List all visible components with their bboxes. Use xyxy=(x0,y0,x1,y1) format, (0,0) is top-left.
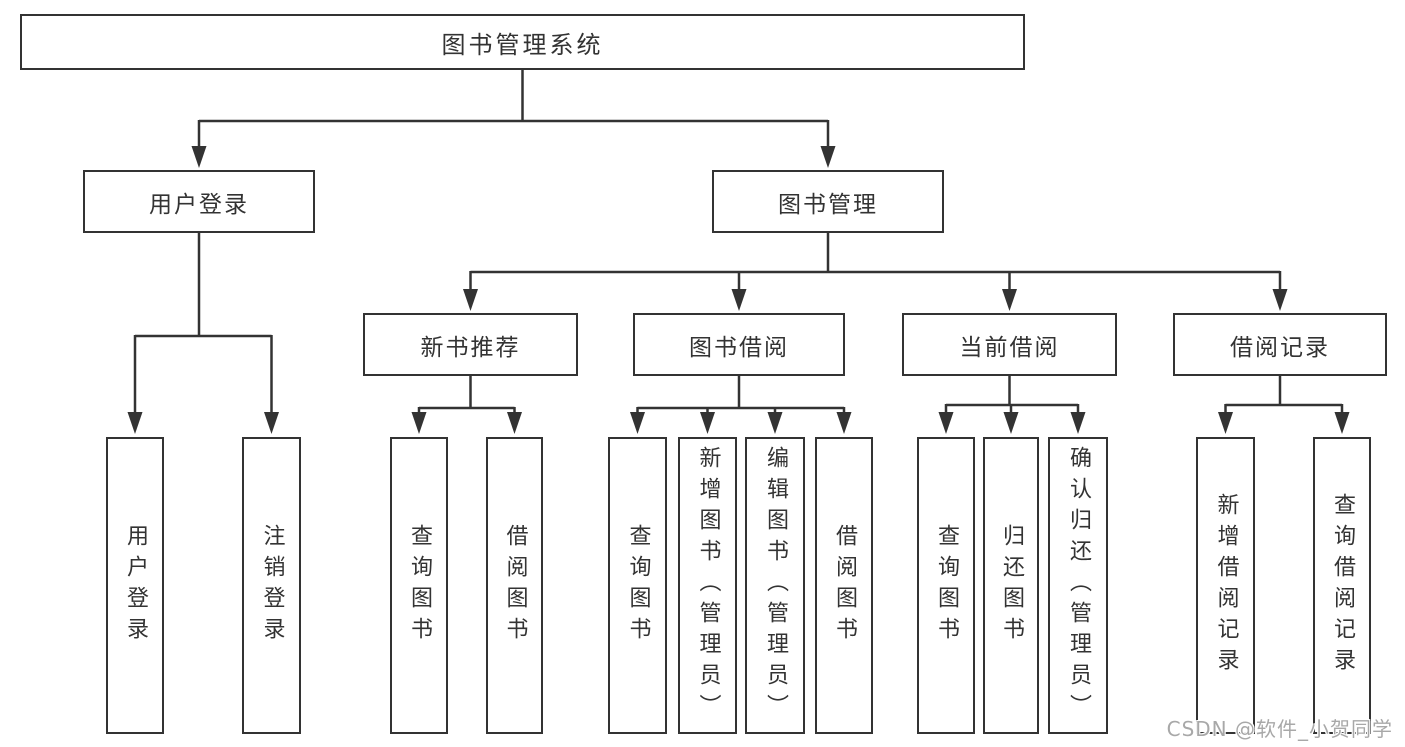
leaf-return-books: 归还图书 xyxy=(983,437,1039,734)
leaf-query-books-current-label: 查询图书 xyxy=(934,523,959,648)
connector-book-mgmt xyxy=(463,233,1288,311)
leaf-add-borrow-record: 新增借阅记录 xyxy=(1196,437,1255,734)
leaf-query-borrow-record-label: 查询借阅记录 xyxy=(1330,492,1355,679)
leaf-edit-book-admin-label: 编辑图书（管理员） xyxy=(763,446,788,725)
leaf-user-login-label: 用户登录 xyxy=(123,523,148,648)
leaf-query-books-borrow-label: 查询图书 xyxy=(625,523,651,648)
leaf-query-books-rec-label: 查询图书 xyxy=(407,523,432,648)
node-user-login: 用户登录 xyxy=(83,170,315,233)
leaf-add-borrow-record-label: 新增借阅记录 xyxy=(1213,492,1239,679)
node-borrow-records-label: 借阅记录 xyxy=(1230,334,1330,361)
node-current-borrow-label: 当前借阅 xyxy=(959,334,1060,361)
leaf-query-borrow-record: 查询借阅记录 xyxy=(1313,437,1371,734)
watermark: CSDN @软件_小贺同学 xyxy=(1166,717,1393,741)
leaf-borrow-books-rec: 借阅图书 xyxy=(486,437,543,734)
node-new-book-rec: 新书推荐 xyxy=(363,313,578,376)
leaf-add-book-admin-label: 新增图书（管理员） xyxy=(695,446,721,725)
leaf-user-login: 用户登录 xyxy=(106,437,164,734)
leaf-query-books-borrow: 查询图书 xyxy=(608,437,667,734)
leaf-borrow-books-rec-label: 借阅图书 xyxy=(502,523,528,648)
leaf-confirm-return-admin-label: 确认归还（管理员） xyxy=(1066,446,1091,725)
node-book-borrow-label: 图书借阅 xyxy=(689,334,789,361)
node-book-borrow: 图书借阅 xyxy=(633,313,845,376)
node-root-label: 图书管理系统 xyxy=(441,30,604,59)
node-book-mgmt-label: 图书管理 xyxy=(778,191,878,218)
node-current-borrow: 当前借阅 xyxy=(902,313,1117,376)
node-root-system: 图书管理系统 xyxy=(20,14,1025,70)
leaf-query-books-current: 查询图书 xyxy=(917,437,975,734)
connector-user-login xyxy=(127,233,279,434)
node-borrow-records: 借阅记录 xyxy=(1173,313,1387,376)
node-book-mgmt: 图书管理 xyxy=(712,170,944,233)
leaf-confirm-return-admin: 确认归还（管理员） xyxy=(1048,437,1108,734)
connector-book-borrow xyxy=(630,376,852,434)
connector-root xyxy=(191,69,836,168)
leaf-return-books-label: 归还图书 xyxy=(999,523,1024,648)
leaf-borrow-books: 借阅图书 xyxy=(815,437,873,734)
leaf-borrow-books-label: 借阅图书 xyxy=(832,523,857,648)
connector-current-borrow xyxy=(938,376,1086,434)
leaf-add-book-admin: 新增图书（管理员） xyxy=(678,437,737,734)
node-user-login-label: 用户登录 xyxy=(149,191,249,218)
leaf-logout-label: 注销登录 xyxy=(259,523,285,648)
leaf-logout: 注销登录 xyxy=(242,437,301,734)
connector-new-book-rec xyxy=(411,376,522,434)
node-new-book-rec-label: 新书推荐 xyxy=(420,334,521,361)
connector-borrow-records xyxy=(1218,376,1350,434)
leaf-edit-book-admin: 编辑图书（管理员） xyxy=(745,437,805,734)
leaf-query-books-rec: 查询图书 xyxy=(390,437,448,734)
